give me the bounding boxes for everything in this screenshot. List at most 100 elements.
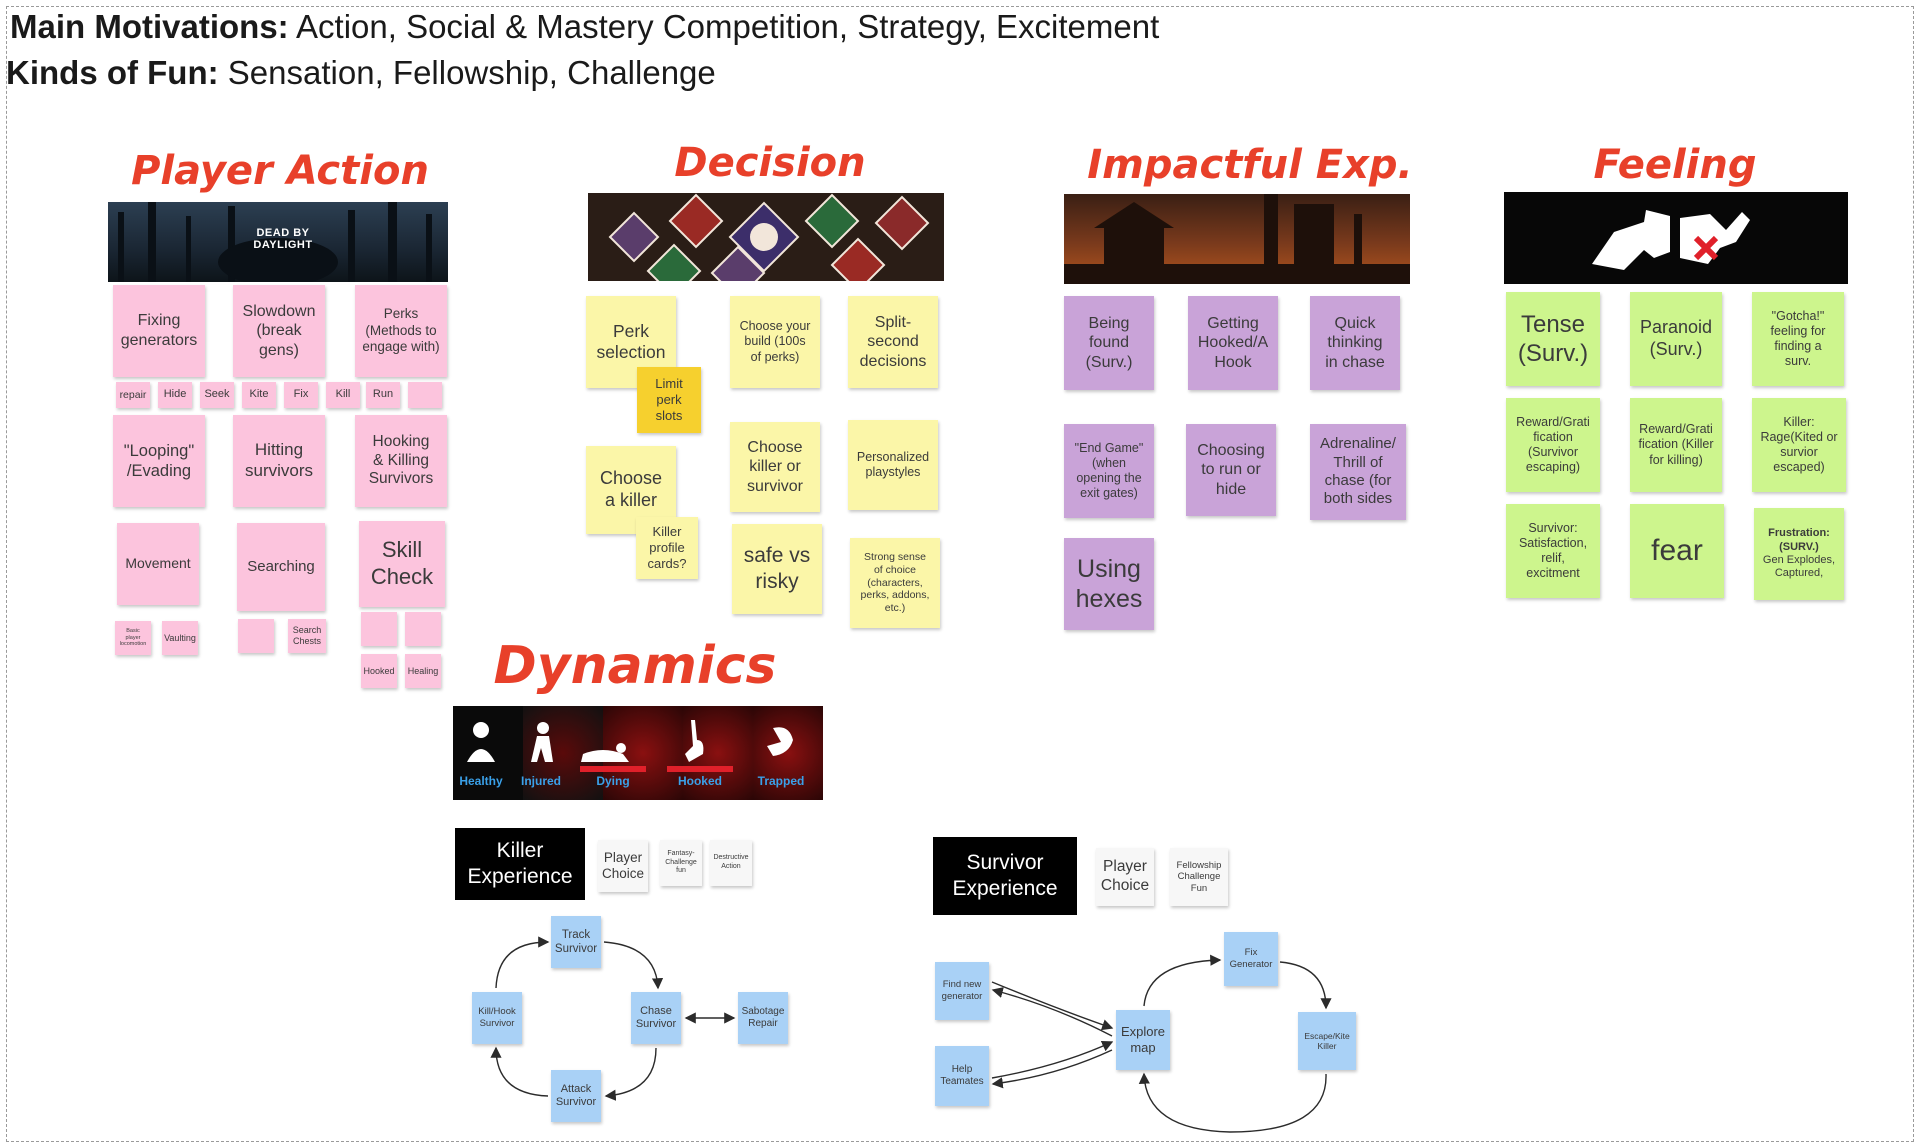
note-using-hexes[interactable]: Using hexes: [1064, 538, 1154, 630]
note-choose-killer-survivor[interactable]: Choose killer or survivor: [730, 422, 820, 512]
arrow-track-to-chase: [603, 941, 664, 990]
note-slowdown[interactable]: Slowdown (break gens): [233, 285, 325, 377]
node-find-new-generator[interactable]: Find new generator: [935, 962, 989, 1020]
note-gotcha[interactable]: "Gotcha!" feeling for finding a surv.: [1752, 292, 1844, 386]
note-wiggling[interactable]: [405, 612, 441, 646]
hands-icon: [1592, 210, 1750, 270]
note-split-second[interactable]: Split- second decisions: [848, 296, 938, 388]
note-being-found[interactable]: Being found (Surv.): [1064, 296, 1154, 390]
game-logo-line2: DAYLIGHT: [253, 238, 313, 251]
board-frame: [6, 6, 1914, 1142]
trapped-icon: [767, 727, 793, 756]
scene-silhouette-icon: [1064, 194, 1410, 284]
note-survivor-player-choice[interactable]: Player Choice: [1096, 848, 1154, 906]
dead-by-daylight-banner: DEAD BY DAYLIGHT: [108, 202, 448, 282]
note-killer-player-choice[interactable]: Player Choice: [598, 840, 648, 892]
node-help-teamates[interactable]: Help Teamates: [935, 1046, 989, 1106]
scene-banner: [1064, 194, 1410, 284]
note-perk-selection[interactable]: Perk selection: [586, 296, 676, 388]
note-reward-escape[interactable]: Reward/Grati fication (Survivor escaping…: [1506, 398, 1600, 492]
node-attack-survivor[interactable]: Attack Survivor: [551, 1070, 601, 1122]
note-end-game[interactable]: "End Game" (when opening the exit gates): [1064, 424, 1154, 518]
arrow-find-to-explore: [991, 981, 1114, 1031]
note-repair[interactable]: repair: [116, 382, 150, 408]
note-movement[interactable]: Movement: [117, 523, 199, 605]
node-explore-map[interactable]: Explore map: [1116, 1010, 1170, 1070]
note-kill[interactable]: Kill: [326, 382, 360, 408]
note-hitting[interactable]: Hitting survivors: [233, 415, 325, 507]
node-escape-kite-killer[interactable]: Escape/Kite Killer: [1298, 1012, 1356, 1070]
status-banner: Healthy Injured Dying Hooked Trapped: [453, 706, 823, 800]
note-healing[interactable]: Healing: [405, 654, 441, 688]
note-kite[interactable]: Kite: [242, 382, 276, 408]
node-sabotage-repair[interactable]: Sabotage Repair: [738, 992, 788, 1044]
section-title-feeling: Feeling: [1593, 142, 1757, 188]
feeling-banner: [1504, 192, 1848, 284]
note-killer-profile[interactable]: Killer profile cards?: [636, 517, 698, 579]
note-limit-perk-slots[interactable]: Limit perk slots: [637, 367, 701, 433]
note-strong-sense[interactable]: Strong sense of choice (characters, perk…: [850, 538, 940, 628]
arrow-escape-to-explore: [1138, 1072, 1327, 1133]
note-perks[interactable]: Perks (Methods to engage with): [355, 285, 447, 377]
note-basic-locomotion[interactable]: Basic player locomotion: [115, 621, 151, 655]
note-hooking[interactable]: Hooking & Killing Survivors: [355, 415, 447, 507]
note-safe-vs-risky[interactable]: safe vs risky: [732, 524, 822, 614]
arrow-attack-to-kill: [490, 1046, 549, 1097]
note-hooked[interactable]: Hooked: [361, 654, 397, 688]
motivations-line: Main Motivations: Action, Social & Maste…: [10, 8, 1159, 46]
status-trapped: Trapped: [757, 774, 805, 788]
arrow-explore-to-fix: [1143, 954, 1222, 1007]
note-adrenaline[interactable]: Adrenaline/ Thrill of chase (for both si…: [1310, 424, 1406, 520]
note-fear[interactable]: fear: [1630, 504, 1724, 598]
note-search-chests[interactable]: Search Chests: [288, 619, 326, 653]
status-icons: [467, 720, 793, 762]
note-vaulting[interactable]: Vaulting: [162, 621, 198, 655]
note-searching[interactable]: Searching: [237, 523, 325, 611]
note-hide[interactable]: Hide: [158, 382, 192, 408]
survivor-experience-title: Survivor Experience: [933, 837, 1077, 915]
node-chase-survivor[interactable]: Chase Survivor: [631, 992, 681, 1044]
game-logo: DEAD BY DAYLIGHT: [248, 227, 318, 251]
dying-icon: [581, 750, 629, 762]
fun-label: Kinds of Fun:: [6, 54, 219, 91]
note-fantasy-challenge[interactable]: Fantasy- Challenge fun: [660, 840, 702, 886]
note-getting-hooked[interactable]: Getting Hooked/A Hook: [1188, 296, 1278, 390]
section-title-player-action: Player Action: [131, 148, 429, 194]
note-fix[interactable]: Fix: [284, 382, 318, 408]
section-title-impactful: Impactful Exp.: [1087, 142, 1413, 188]
note-searching-small[interactable]: [361, 612, 397, 646]
note-personalized[interactable]: Personalized playstyles: [848, 420, 938, 510]
healthy-icon: [473, 722, 489, 738]
note-fellowship-challenge[interactable]: Fellowship Challenge Fun: [1170, 848, 1228, 906]
note-run[interactable]: Run: [366, 382, 400, 408]
note-destructive-action[interactable]: Destructive Action: [710, 840, 752, 886]
note-discovering[interactable]: [408, 382, 442, 408]
node-kill-hook-survivor[interactable]: Kill/Hook Survivor: [472, 992, 522, 1044]
arrow-help-to-explore: [991, 1041, 1114, 1079]
note-choosing-run-hide[interactable]: Choosing to run or hide: [1186, 424, 1276, 516]
killer-experience-title: Killer Experience: [455, 828, 585, 900]
node-fix-generator[interactable]: Fix Generator: [1224, 932, 1278, 986]
note-looping[interactable]: "Looping" /Evading: [113, 415, 205, 507]
status-hooked: Hooked: [677, 774, 722, 788]
note-seek[interactable]: Seek: [200, 382, 234, 408]
note-survivor-satisfaction[interactable]: Survivor: Satisfaction, relif, excitment: [1506, 504, 1600, 598]
hooked-icon: [685, 720, 704, 762]
note-skill-check[interactable]: Skill Check: [359, 521, 445, 607]
note-choose-build[interactable]: Choose your build (100s of perks): [730, 296, 820, 388]
arrow-fix-to-escape: [1279, 961, 1332, 1010]
frustration-text: Gen Explodes, Captured,: [1762, 554, 1836, 580]
note-frustration[interactable]: Frustration: (SURV.) Gen Explodes, Captu…: [1754, 508, 1844, 600]
status-injured: Injured: [520, 774, 561, 788]
note-paranoid[interactable]: Paranoid (Surv.): [1630, 292, 1722, 386]
note-fixing-generators[interactable]: Fixing generators: [113, 285, 205, 377]
note-repair-generators[interactable]: [238, 619, 274, 653]
note-killer-rage[interactable]: Killer: Rage(Kited or survior escaped): [1752, 398, 1846, 492]
status-healthy: Healthy: [459, 774, 503, 788]
injured-icon: [537, 722, 549, 734]
note-quick-thinking[interactable]: Quick thinking in chase: [1310, 296, 1400, 390]
note-reward-kill[interactable]: Reward/Grati fication (Killer for killin…: [1630, 398, 1722, 492]
node-track-survivor[interactable]: Track Survivor: [551, 916, 601, 968]
note-tense[interactable]: Tense (Surv.): [1506, 292, 1600, 386]
arrow-chase-to-attack: [604, 1047, 657, 1101]
